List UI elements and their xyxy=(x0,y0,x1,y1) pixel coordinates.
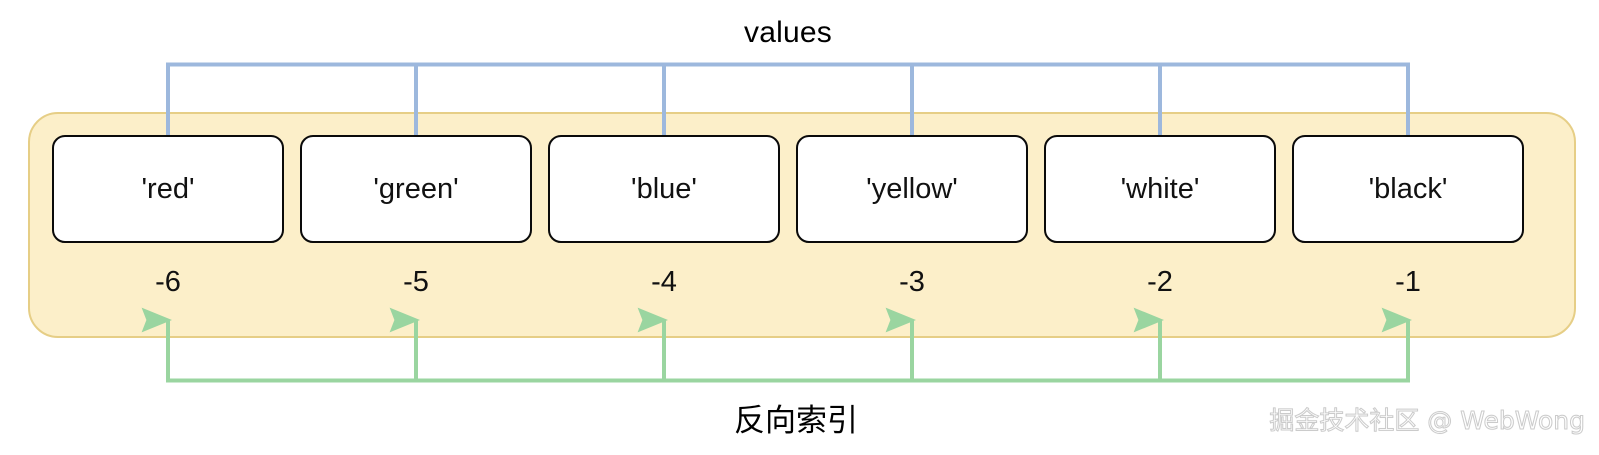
list-item[interactable]: 'green' xyxy=(300,135,532,243)
negative-index-label: -6 xyxy=(155,266,181,298)
reverse-index-text: 反向索引 xyxy=(734,403,858,438)
negative-index-label: -2 xyxy=(1147,266,1173,298)
cell-value: 'blue' xyxy=(631,172,697,205)
cell-value: 'yellow' xyxy=(866,172,958,205)
negative-index-label: -3 xyxy=(899,266,925,298)
list-item[interactable]: 'red' xyxy=(52,135,284,243)
values-label: values xyxy=(744,16,832,49)
list-item[interactable]: 'black' xyxy=(1292,135,1524,243)
cell-value: 'green' xyxy=(373,172,459,205)
negative-index-label: -4 xyxy=(651,266,677,298)
negative-index-label: -1 xyxy=(1395,266,1421,298)
cell-value: 'black' xyxy=(1368,172,1448,205)
list-item[interactable]: 'blue' xyxy=(548,135,780,243)
cell-value: 'white' xyxy=(1120,172,1200,205)
watermark: 掘金技术社区 @ WebWong xyxy=(1269,406,1586,436)
negative-index-label: -5 xyxy=(403,266,429,298)
list-item[interactable]: 'yellow' xyxy=(796,135,1028,243)
cell-value: 'red' xyxy=(141,172,195,205)
list-item[interactable]: 'white' xyxy=(1044,135,1276,243)
reverse-index-label: 反向索引 xyxy=(0,395,1596,440)
